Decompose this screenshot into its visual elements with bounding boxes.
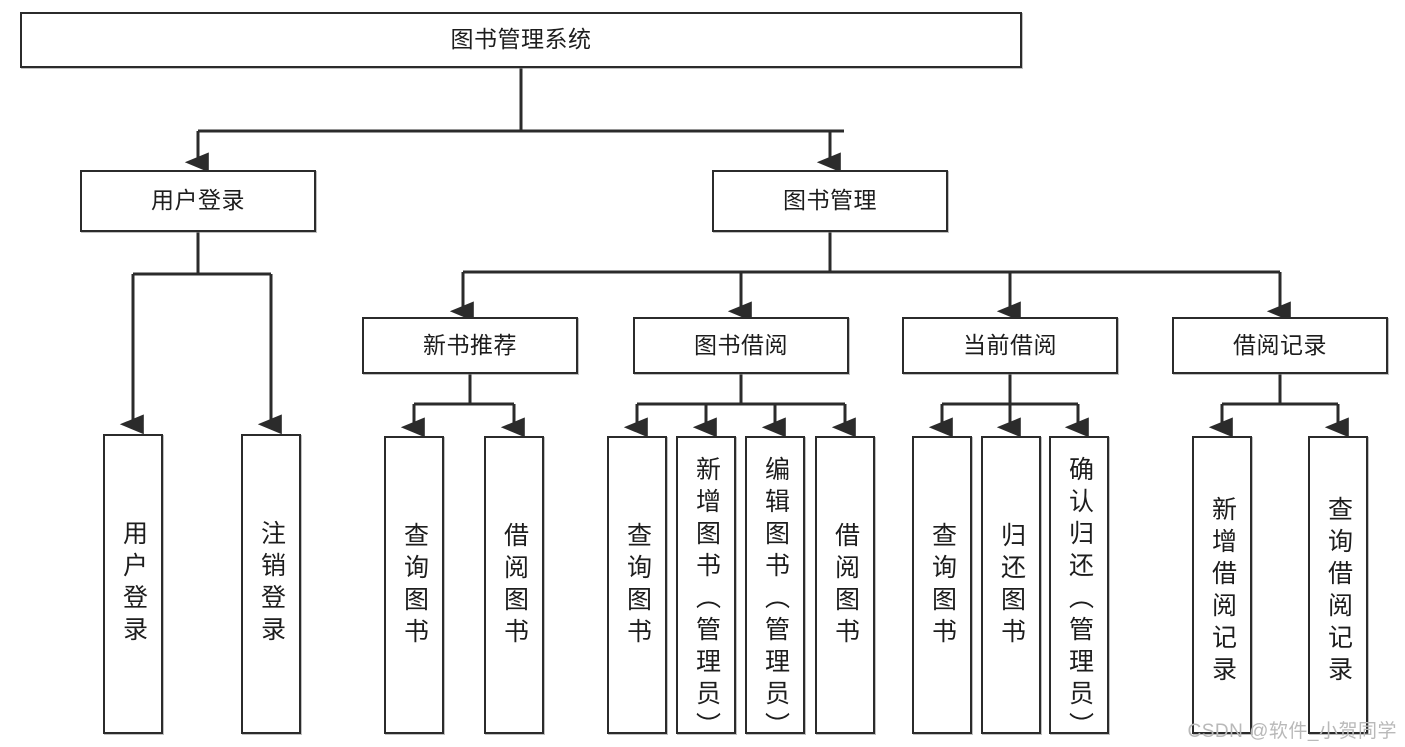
node-leaf-user-login[interactable]: 用户登录 [103,434,163,734]
node-book-borrow-label: 图书借阅 [694,331,788,358]
node-leaf-return-book-label: 归还图书 [997,522,1026,650]
node-leaf-user-logout-label: 注销登录 [257,520,286,648]
node-leaf-add-book-label: 新增图书（管理员） [692,456,721,744]
node-leaf-query-book-2[interactable]: 查询图书 [607,436,667,734]
node-leaf-add-book[interactable]: 新增图书（管理员） [676,436,736,744]
node-leaf-query-book-3-label: 查询图书 [928,522,957,650]
node-leaf-borrow-book-1-label: 借阅图书 [500,522,529,650]
node-leaf-query-book-2-label: 查询图书 [623,522,652,650]
node-leaf-user-logout[interactable]: 注销登录 [241,434,301,734]
node-borrow-record[interactable]: 借阅记录 [1172,317,1388,374]
node-current-borrow[interactable]: 当前借阅 [902,317,1118,374]
node-leaf-query-book-3[interactable]: 查询图书 [912,436,972,734]
node-leaf-borrow-book-1[interactable]: 借阅图书 [484,436,544,734]
node-new-book-rec-label: 新书推荐 [423,331,517,358]
node-leaf-add-record[interactable]: 新增借阅记录 [1192,436,1252,734]
node-leaf-query-book-1-label: 查询图书 [400,522,429,650]
node-leaf-edit-book-label: 编辑图书（管理员） [761,456,790,744]
node-leaf-borrow-book-2-label: 借阅图书 [831,522,860,650]
node-user-login-label: 用户登录 [151,187,245,214]
node-leaf-user-login-label: 用户登录 [119,520,148,648]
node-borrow-record-label: 借阅记录 [1233,331,1327,358]
node-leaf-query-record-label: 查询借阅记录 [1324,496,1353,688]
node-leaf-confirm-return[interactable]: 确认归还（管理员） [1049,436,1109,744]
node-current-borrow-label: 当前借阅 [963,331,1057,358]
node-root-label: 图书管理系统 [450,26,592,53]
node-user-login[interactable]: 用户登录 [80,170,316,232]
node-leaf-return-book[interactable]: 归还图书 [981,436,1041,734]
node-leaf-query-record[interactable]: 查询借阅记录 [1308,436,1368,734]
node-leaf-borrow-book-2[interactable]: 借阅图书 [815,436,875,734]
node-leaf-confirm-return-label: 确认归还（管理员） [1065,456,1094,744]
node-book-borrow[interactable]: 图书借阅 [633,317,849,374]
node-leaf-add-record-label: 新增借阅记录 [1208,496,1237,688]
node-new-book-rec[interactable]: 新书推荐 [362,317,578,374]
node-book-manage[interactable]: 图书管理 [712,170,948,232]
node-leaf-query-book-1[interactable]: 查询图书 [384,436,444,734]
node-root[interactable]: 图书管理系统 [20,12,1022,68]
watermark-text: CSDN @软件_小贺同学 [1187,721,1397,742]
node-book-manage-label: 图书管理 [783,187,877,214]
node-leaf-edit-book[interactable]: 编辑图书（管理员） [745,436,805,744]
